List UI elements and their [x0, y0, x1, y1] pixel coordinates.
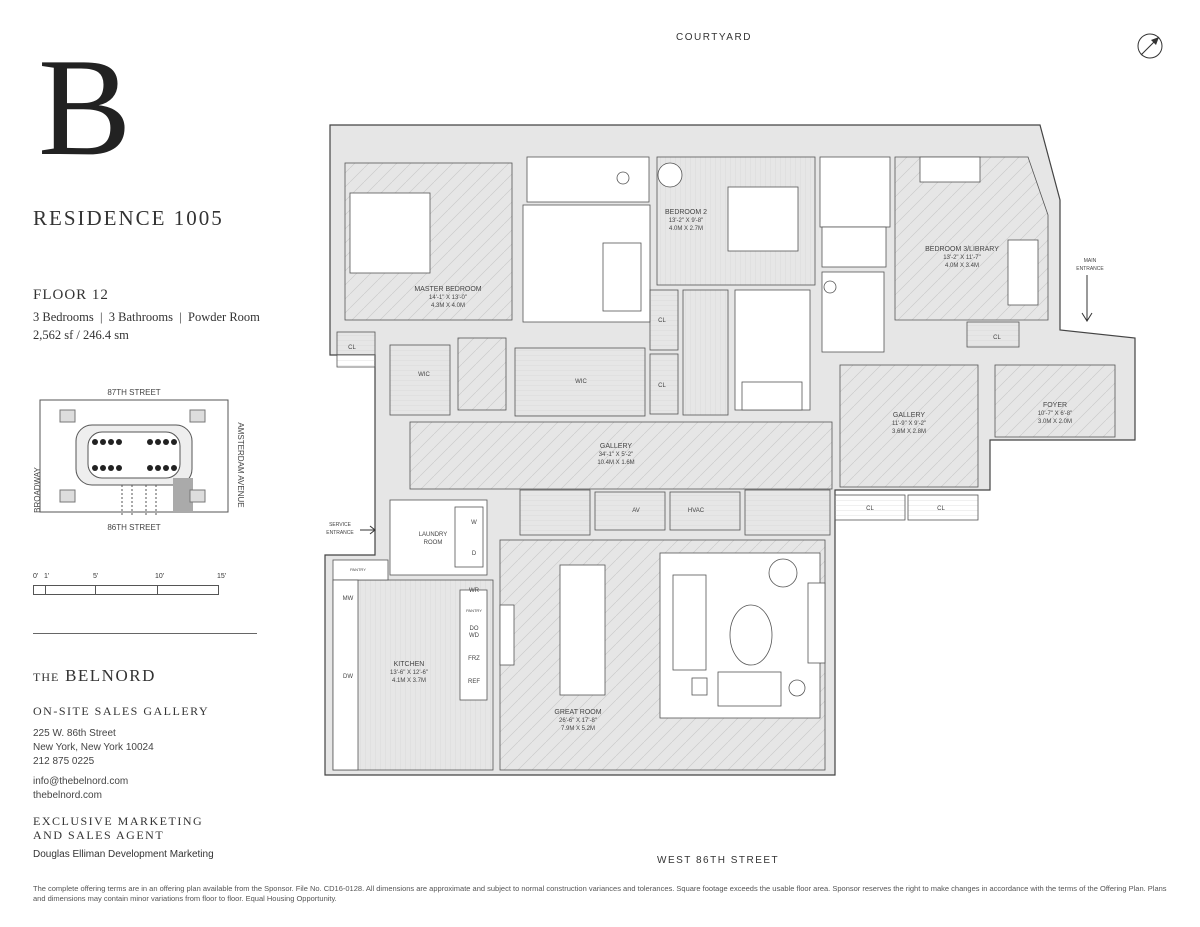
desk [919, 156, 981, 183]
sales-gallery-heading: ON-SITE SALES GALLERY [33, 704, 210, 718]
coffee-table [729, 604, 773, 666]
svg-text:11'-9" X 9'-2": 11'-9" X 9'-2" [892, 421, 926, 427]
key-map-west-street: BROADWAY [33, 466, 42, 512]
floor-label: FLOOR 12 [33, 287, 109, 303]
unit-location-highlight [173, 478, 193, 512]
svg-text:DO: DO [470, 626, 479, 632]
brand-name: THE BELNORD [33, 666, 156, 685]
svg-text:3.0M X 2.0M: 3.0M X 2.0M [1038, 419, 1072, 425]
key-map: 87TH STREET 86TH STREET BROADWAY AMSTERD… [33, 388, 245, 532]
svg-text:13'-2" X 9'-8": 13'-2" X 9'-8" [669, 218, 704, 224]
sofa [717, 671, 782, 707]
room-wic-1 [389, 344, 451, 416]
svg-text:HVAC: HVAC [688, 508, 705, 514]
svg-text:ROOM: ROOM [424, 540, 443, 546]
svg-text:B: B [38, 36, 131, 166]
street-label: WEST 86TH STREET [657, 855, 780, 866]
svg-text:4.3M X 4.0M: 4.3M X 4.0M [431, 303, 465, 309]
key-map-north-street: 87TH STREET [107, 388, 160, 397]
svg-text:WIC: WIC [418, 372, 430, 378]
belnord-logo: B [38, 36, 131, 166]
svg-text:3.6M X 2.8M: 3.6M X 2.8M [892, 429, 926, 435]
svg-text:CL: CL [658, 318, 666, 324]
service-entrance-label: SERVICE [329, 522, 352, 528]
room-foyer [994, 364, 1116, 438]
svg-text:FRZ: FRZ [468, 656, 480, 662]
key-map-east-street: AMSTERDAM AVENUE [236, 422, 245, 507]
svg-text:CL: CL [993, 335, 1001, 341]
legal-disclaimer: The complete offering terms are in an of… [33, 884, 1167, 903]
svg-text:4.0M X 2.7M: 4.0M X 2.7M [669, 226, 703, 232]
svg-text:LAUNDRY: LAUNDRY [419, 532, 448, 538]
svg-text:PANTRY: PANTRY [350, 567, 366, 572]
bathtub [602, 242, 642, 312]
room-label: BEDROOM 2 [665, 209, 707, 216]
unit-area: 2,562 sf / 246.4 sm [33, 328, 129, 342]
bed [727, 186, 799, 252]
email-link[interactable]: info@thebelnord.com [33, 776, 129, 787]
room-label: GALLERY [893, 412, 925, 419]
courtyard-label: COURTYARD [676, 32, 752, 43]
svg-text:4.0M X 3.4M: 4.0M X 3.4M [945, 263, 979, 269]
svg-text:D: D [472, 551, 477, 557]
address-line: 225 W. 86th Street [33, 728, 116, 739]
sofa [1007, 239, 1039, 306]
svg-text:4.1M X 3.7M: 4.1M X 3.7M [392, 678, 426, 684]
bathtub [741, 381, 803, 411]
svg-text:CL: CL [937, 506, 945, 512]
dining-table [559, 564, 606, 696]
svg-text:DW: DW [343, 674, 353, 680]
address-line: New York, New York 10024 [33, 742, 154, 753]
svg-text:CL: CL [658, 383, 666, 389]
svg-text:ENTRANCE: ENTRANCE [1076, 266, 1104, 272]
svg-text:34'-1" X 5'-2": 34'-1" X 5'-2" [599, 452, 634, 458]
main-entrance-label: MAIN [1084, 258, 1097, 264]
unit-specs: 3 Bedrooms | 3 Bathrooms | Powder Room [33, 310, 260, 324]
residence-title: RESIDENCE 1005 [33, 206, 224, 230]
svg-text:7.9M X 5.2M: 7.9M X 5.2M [561, 726, 595, 732]
room-label: KITCHEN [394, 661, 425, 668]
scale-bar: 0' 1' 5' 10' 15' [33, 573, 226, 598]
svg-text:CL: CL [866, 506, 874, 512]
arrow-right-icon [360, 525, 376, 535]
room-label: BEDROOM 3/LIBRARY [925, 246, 999, 253]
svg-text:PANTRY: PANTRY [466, 608, 482, 613]
room-label: FOYER [1043, 402, 1067, 409]
svg-text:CL: CL [348, 345, 356, 351]
armchair [768, 558, 798, 588]
sofa [672, 574, 707, 671]
arrow-down-icon [1081, 275, 1093, 322]
svg-text:10.4M X 1.6M: 10.4M X 1.6M [597, 460, 634, 466]
svg-text:MW: MW [343, 596, 354, 602]
svg-text:10'-7" X 6'-8": 10'-7" X 6'-8" [1038, 411, 1073, 417]
svg-text:W: W [471, 520, 477, 526]
bed [349, 192, 431, 274]
tv-console [807, 582, 826, 664]
room-wic-2 [514, 347, 646, 417]
room-gallery-2 [839, 364, 979, 488]
svg-text:14'-1" X 13'-0": 14'-1" X 13'-0" [429, 295, 467, 301]
svg-text:REF: REF [468, 679, 480, 685]
svg-text:WIC: WIC [575, 379, 587, 385]
svg-text:AV: AV [632, 508, 640, 514]
room-label: GALLERY [600, 443, 632, 450]
phone: 212 875 0225 [33, 756, 95, 767]
svg-text:WR: WR [469, 588, 480, 594]
svg-text:13'-2" X 11'-7": 13'-2" X 11'-7" [943, 255, 980, 261]
room-gallery-1 [409, 421, 833, 490]
svg-text:13'-6" X 12'-6": 13'-6" X 12'-6" [390, 670, 428, 676]
divider [33, 633, 257, 634]
svg-text:WD: WD [469, 633, 480, 639]
svg-text:ENTRANCE: ENTRANCE [326, 530, 354, 536]
key-map-south-street: 86TH STREET [107, 523, 160, 532]
agent-name: Douglas Elliman Development Marketing [33, 849, 214, 860]
north-compass-icon [1137, 33, 1163, 59]
room-label: GREAT ROOM [554, 709, 601, 716]
website-link[interactable]: thebelnord.com [33, 790, 102, 801]
svg-text:26'-6" X 17'-8": 26'-6" X 17'-8" [559, 718, 597, 724]
room-label: MASTER BEDROOM [414, 286, 481, 293]
